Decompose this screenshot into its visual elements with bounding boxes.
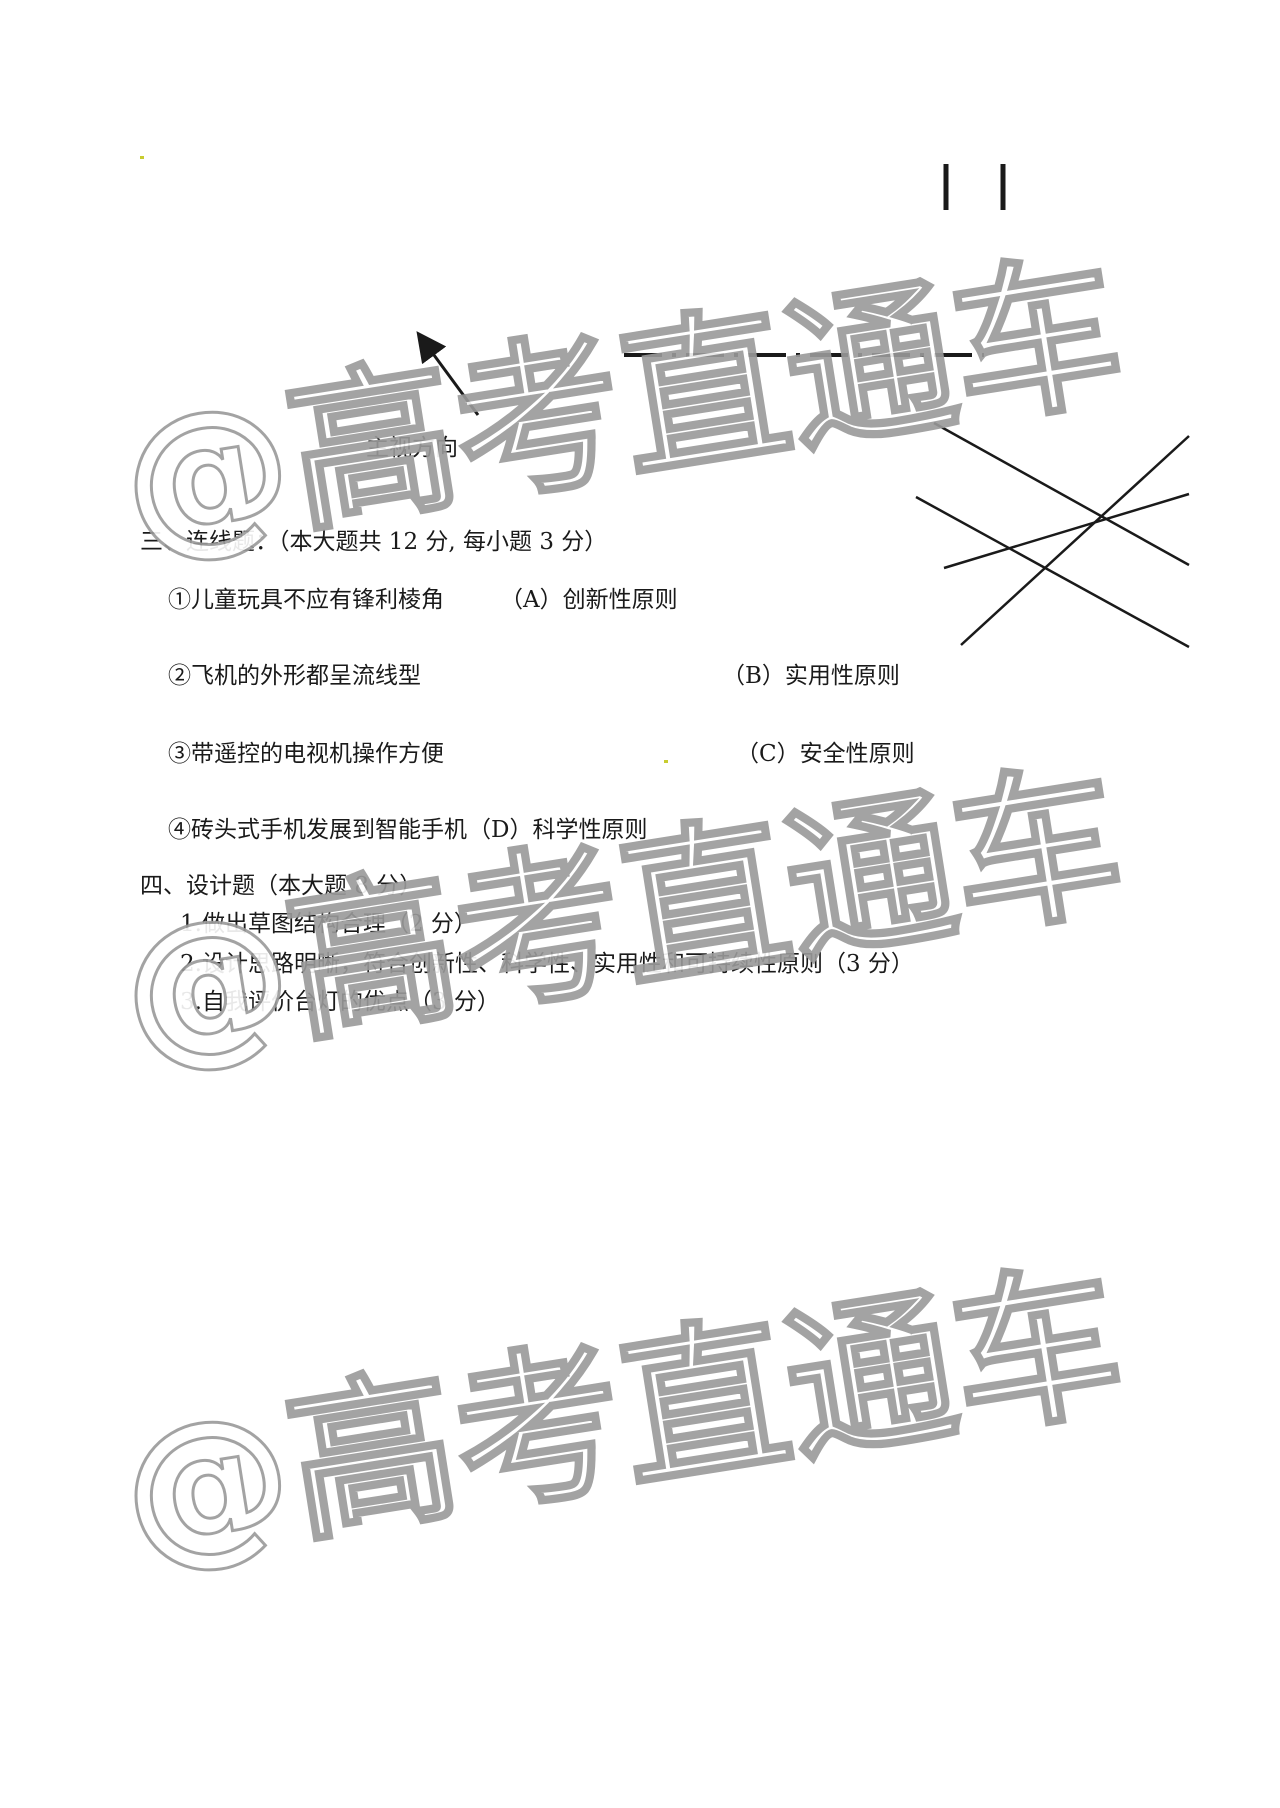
connect-line-4-to-A — [960, 435, 1190, 646]
match-left-item-2: ②飞机的外形都呈流线型 — [168, 663, 421, 689]
match-right-item-B: （B）实用性原则 — [722, 663, 900, 689]
match-right-item-A: （A）创新性原则 — [500, 587, 678, 613]
connect-line-2-to-D — [915, 495, 1190, 649]
scan-fleck — [664, 760, 668, 763]
design-item-1: 1.做出草图结构合理（2 分） — [180, 911, 477, 937]
watermark-bottom: @高考直通车 — [107, 1240, 1136, 1594]
view-direction-label: 主视方向 — [366, 435, 458, 461]
section4-heading: 四、设计题（本大题 8 分） — [140, 873, 423, 899]
scan-fleck — [140, 156, 144, 159]
design-item-3: 3.自我评价台灯的优点（3 分） — [180, 989, 500, 1015]
match-left-item-1: ①儿童玩具不应有锋利棱角 — [168, 587, 444, 613]
design-item-2: 2.设计思路明晰，符合创新性、科学性、实用性和可持续性原则（3 分） — [180, 951, 914, 977]
match-left-item-3: ③带遥控的电视机操作方便 — [168, 741, 444, 767]
match-left-item-4: ④砖头式手机发展到智能手机 — [168, 817, 467, 843]
connect-line-3-to-B — [943, 492, 1190, 570]
connect-line-1-to-C — [933, 421, 1190, 567]
match-right-item-D: （D）科学性原则 — [468, 817, 648, 843]
answer-figure — [416, 164, 1190, 649]
section3-heading: 三、连线题：（本大题共 12 分, 每小题 3 分） — [140, 529, 608, 555]
view-direction-arrow — [416, 331, 480, 416]
match-right-item-C: （C）安全性原则 — [736, 741, 915, 767]
